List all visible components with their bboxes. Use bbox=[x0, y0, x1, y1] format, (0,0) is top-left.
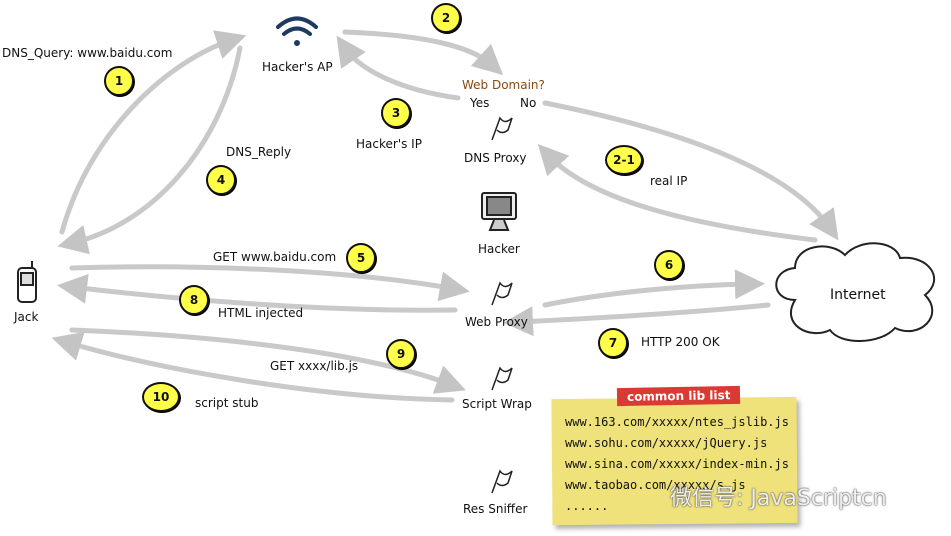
node-dns-proxy: DNS Proxy bbox=[464, 151, 527, 165]
step-badge: 5 bbox=[346, 243, 376, 273]
no-label: No bbox=[520, 96, 537, 110]
lib-list-item: www.sina.com/xxxxx/index-min.js bbox=[565, 457, 789, 471]
node-jack: Jack bbox=[14, 310, 39, 324]
edge-real-ip: real IP bbox=[650, 174, 688, 188]
lib-list-item: www.taobao.com/xxxxx/s.js bbox=[565, 478, 746, 492]
step-badge: 10 bbox=[142, 382, 180, 412]
node-res-sniffer: Res Sniffer bbox=[463, 502, 528, 516]
node-hackers-ap: Hacker's AP bbox=[262, 60, 333, 74]
lib-list-item: ...... bbox=[565, 499, 609, 513]
arrow-to-web-domain bbox=[342, 29, 504, 76]
arrow-to-internet bbox=[542, 269, 765, 308]
arrow-dns-reply bbox=[57, 45, 243, 255]
edge-dns-reply: DNS_Reply bbox=[226, 145, 292, 159]
arrow-dns-query bbox=[59, 30, 247, 235]
phone-icon bbox=[17, 261, 37, 303]
step-badge: 9 bbox=[386, 339, 416, 369]
edge-hackers-ip: Hacker's IP bbox=[356, 137, 422, 151]
arrow-get-baidu bbox=[69, 264, 470, 302]
node-hacker: Hacker bbox=[478, 242, 520, 256]
step-badge: 4 bbox=[206, 165, 236, 195]
step-badge: 2-1 bbox=[605, 145, 643, 175]
monitor-icon bbox=[481, 192, 517, 231]
node-web-proxy: Web Proxy bbox=[465, 315, 528, 329]
arrow-get-lib bbox=[69, 327, 467, 394]
node-internet: Internet bbox=[830, 287, 886, 303]
step-badge: 6 bbox=[654, 250, 684, 280]
flag-icon bbox=[491, 116, 513, 494]
lib-list-item: www.sohu.com/xxxxx/jQuery.js bbox=[565, 436, 768, 450]
yes-label: Yes bbox=[470, 96, 490, 110]
internet-cloud-icon bbox=[775, 242, 936, 342]
lib-list-title: common lib list bbox=[616, 385, 741, 407]
edge-script-stub: script stub bbox=[195, 396, 259, 410]
edge-dns-query: DNS_Query: www.baidu.com bbox=[2, 46, 173, 60]
step-badge: 8 bbox=[179, 285, 209, 315]
step-badge: 7 bbox=[598, 328, 628, 358]
arrow-script-stub bbox=[51, 331, 455, 403]
wifi-icon bbox=[276, 16, 318, 46]
arrow-html-injected bbox=[57, 273, 458, 313]
watermark: 微信号: JavaScriptcn bbox=[670, 486, 887, 511]
edge-http-200: HTTP 200 OK bbox=[641, 335, 720, 349]
arrow-hackers-ip bbox=[336, 35, 461, 101]
edge-get-lib: GET xxxx/lib.js bbox=[270, 359, 359, 373]
arrow-http-200 bbox=[503, 302, 771, 337]
edge-get-baidu: GET www.baidu.com bbox=[213, 250, 337, 264]
step-badge: 1 bbox=[104, 66, 134, 96]
edge-html-injected: HTML injected bbox=[218, 306, 304, 320]
step-badge: 2 bbox=[431, 3, 461, 33]
web-domain-question: Web Domain? bbox=[462, 78, 545, 92]
step-badge: 3 bbox=[381, 98, 411, 128]
arrow-no-internet bbox=[542, 100, 839, 241]
lib-list-item: www.163.com/xxxxx/ntes_jslib.js bbox=[565, 415, 789, 429]
arrow-real-ip bbox=[537, 144, 818, 243]
node-script-wrap: Script Wrap bbox=[462, 397, 532, 411]
